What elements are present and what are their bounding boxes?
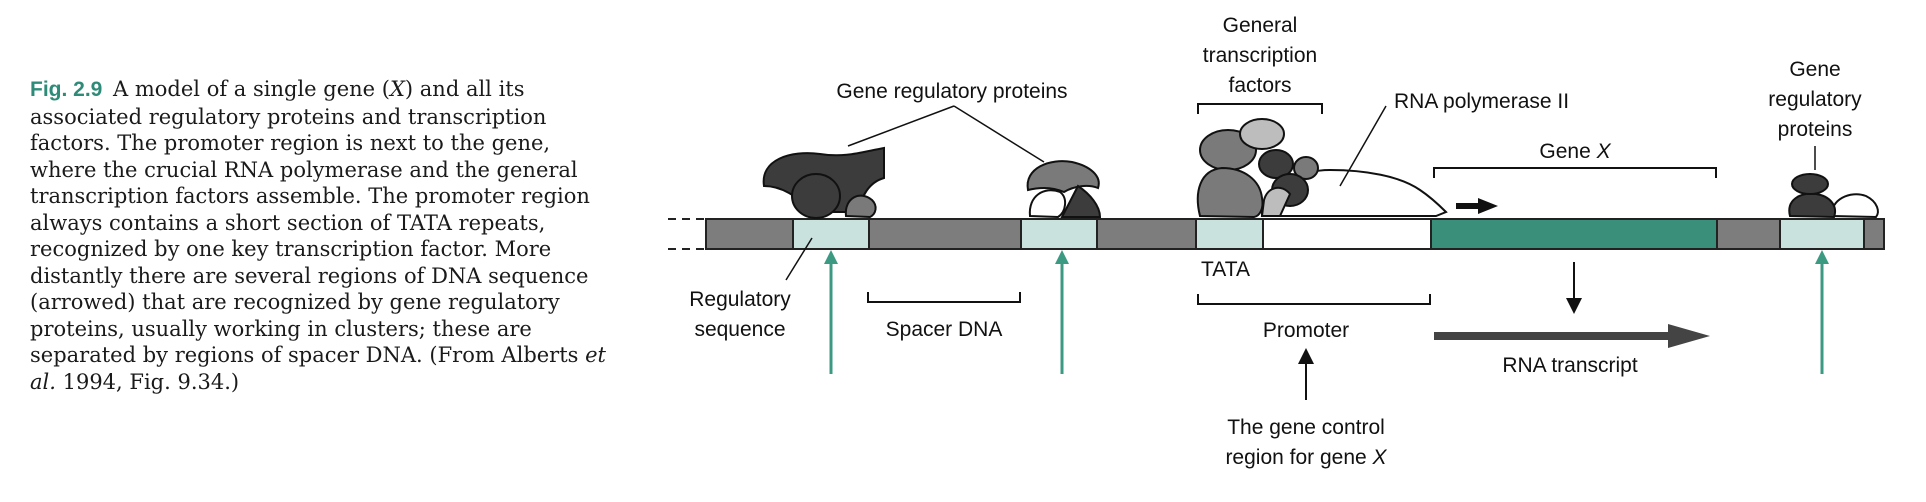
rna-pol-label: RNA polymerase II [1394, 90, 1569, 113]
transcription-start-arrow [1456, 198, 1498, 214]
grp-leader-right [953, 105, 1045, 163]
caption-gene-symbol: X [389, 77, 405, 101]
promoter-bracket [1197, 294, 1431, 305]
control-region-label-line1: The gene control [1227, 416, 1385, 439]
gtf-dark-1 [1258, 149, 1294, 179]
regulatory-seq-leader [785, 237, 813, 281]
gtf-bracket [1197, 103, 1323, 114]
promoter-label: Promoter [1263, 319, 1349, 342]
transcription-complex [1196, 118, 1448, 219]
control-region-label-line2: region for gene X [1225, 446, 1387, 469]
regulatory-protein-cluster-2 [1026, 160, 1102, 219]
caption-text-1: A model of a single gene ( [106, 77, 390, 101]
regulatory-site-2 [1020, 218, 1098, 250]
caption-text-3: 1994, Fig. 9.34.) [55, 369, 240, 394]
spacer-segment-2 [1096, 218, 1197, 250]
regulatory-protein-ball [791, 173, 841, 219]
spacer-dna-label: Spacer DNA [886, 318, 1003, 341]
gtf-light-small [1293, 156, 1319, 180]
tata-box [1195, 218, 1264, 250]
regulatory-seq-label-line2: sequence [694, 318, 785, 341]
regulatory-protein-triangle [1060, 184, 1102, 218]
rna-transcript-arrow [1434, 324, 1710, 348]
right-protein-outline [1830, 193, 1879, 219]
regulatory-site-3 [1779, 218, 1865, 250]
gtf-label-line1: General [1223, 14, 1298, 37]
right-protein-dark [1788, 192, 1836, 219]
rna-pol-leader [1339, 105, 1387, 187]
gene-x-label: Gene X [1539, 140, 1611, 163]
spacer-segment-3 [1716, 218, 1781, 250]
gtf-label-line3: factors [1228, 74, 1291, 97]
dna-strand [705, 218, 1885, 250]
recognition-arrow-3 [1815, 250, 1829, 374]
spacer-bracket [867, 292, 1021, 303]
recognition-arrow-1 [824, 250, 838, 374]
recognition-arrow-2 [1055, 250, 1069, 374]
grp-leader-left [847, 105, 955, 147]
regulatory-protein-cluster-3 [1788, 173, 1879, 219]
gene-x-bracket [1433, 167, 1717, 178]
right-protein-top [1791, 173, 1829, 195]
promoter-white-segment [1262, 218, 1432, 250]
gtf-label-line2: transcription [1203, 44, 1317, 67]
gene-regulatory-proteins-label: Gene regulatory proteins [836, 80, 1067, 103]
caption-text-2: ) and all its associated regulatory prot… [30, 77, 590, 367]
regulatory-seq-label-line1: Regulatory [689, 288, 791, 311]
figure-caption: Fig. 2.9 A model of a single gene (X) an… [30, 76, 610, 395]
tata-label: TATA [1201, 258, 1250, 281]
caption-et-al: et al. [30, 343, 606, 394]
regulatory-protein-small [844, 194, 877, 219]
figure-label: Fig. 2.9 [30, 78, 103, 101]
regulatory-protein-cluster-1 [762, 146, 885, 219]
dna-segment-right [1863, 218, 1885, 250]
gtf-mid-wedge [1260, 186, 1292, 217]
regulatory-protein-outline [1028, 189, 1066, 219]
rna-transcript-label: RNA transcript [1502, 354, 1638, 377]
regulatory-protein-cap [1026, 160, 1100, 194]
regulatory-site-1 [792, 218, 870, 250]
gtf-light-top [1239, 118, 1285, 150]
dna-segment-left [705, 218, 794, 250]
right-grp-label-line2: regulatory [1768, 88, 1862, 111]
right-grp-label-line3: proteins [1778, 118, 1853, 141]
gtf-large-base [1196, 166, 1264, 219]
recognition-arrows [824, 250, 1829, 374]
gene-x-segment [1430, 218, 1718, 250]
spacer-segment-1 [868, 218, 1022, 250]
right-grp-label-line1: Gene [1789, 58, 1840, 81]
